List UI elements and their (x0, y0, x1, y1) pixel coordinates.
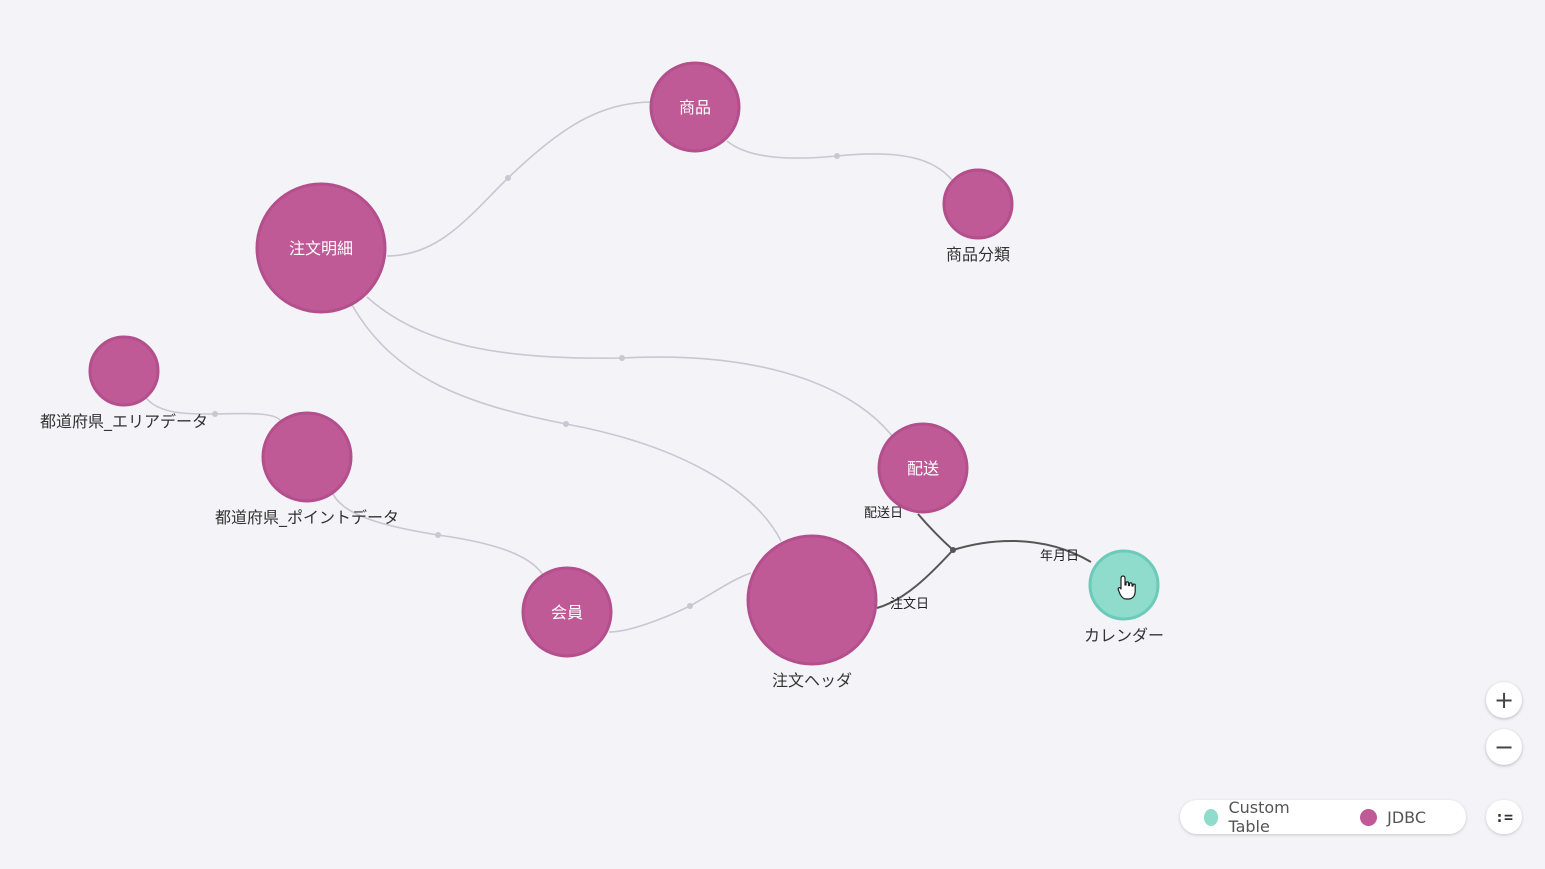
node-label: 都道府県_ポイントデータ (215, 508, 399, 528)
join-hub-point (950, 547, 956, 553)
node-shohin[interactable]: 商品 (649, 61, 741, 153)
edge-midpoint (619, 355, 625, 361)
edge-layer (145, 101, 953, 633)
active-edge-calendar[interactable] (952, 539, 1092, 563)
legend-label: Custom Table (1228, 798, 1290, 836)
node-shohin_bunrui[interactable]: 商品分類 (942, 168, 1014, 264)
node-label: 配送 (907, 459, 939, 478)
edge-chumon_meisai-shohin[interactable] (386, 101, 653, 257)
node-label: 商品分類 (946, 245, 1010, 264)
node-chumon_header[interactable]: 注文ヘッダ (746, 534, 878, 690)
node-circle[interactable] (255, 182, 387, 314)
node-label: 注文ヘッダ (772, 671, 852, 690)
legend-item-jdbc: JDBC (1360, 808, 1426, 827)
node-label: 都道府県_エリアデータ (40, 412, 208, 432)
node-circle[interactable] (649, 61, 741, 153)
node-todofuken_area[interactable]: 都道府県_エリアデータ (40, 335, 208, 432)
edge-midpoint (212, 411, 218, 417)
node-todofuken_point[interactable]: 都道府県_ポイントデータ (215, 411, 399, 528)
node-chumon_meisai[interactable]: 注文明細 (255, 182, 387, 314)
node-label: 注文明細 (289, 239, 353, 258)
zoom-in-button[interactable]: + (1486, 682, 1522, 718)
node-circle[interactable] (942, 168, 1014, 240)
edge-midpoint (687, 603, 693, 609)
edge-midpoint (505, 175, 511, 181)
node-circle[interactable] (88, 335, 160, 407)
node-kaiin[interactable]: 会員 (521, 566, 613, 658)
node-label: 会員 (551, 603, 583, 622)
list-view-button[interactable]: := (1486, 800, 1522, 834)
active-edge-haiso[interactable] (917, 513, 954, 551)
node-label: 商品 (679, 98, 711, 117)
node-circle[interactable] (261, 411, 353, 503)
custom-table-dot-icon (1204, 808, 1219, 826)
active-edge-chumon_header[interactable] (876, 549, 954, 609)
node-circle[interactable] (746, 534, 878, 666)
edge-midpoint (435, 532, 441, 538)
legend: Custom Table JDBC (1180, 798, 1466, 836)
edge-shohin-shohin_bunrui[interactable] (726, 140, 953, 181)
join-key-label: 配送日 (864, 506, 903, 521)
hand-cursor-icon (1117, 575, 1136, 600)
edge-midpoint (834, 153, 840, 159)
node-circle[interactable] (877, 422, 969, 514)
node-circle[interactable] (521, 566, 613, 658)
edge-midpoint (563, 421, 569, 427)
join-key-label: 注文日 (890, 597, 929, 612)
jdbc-dot-icon (1360, 808, 1378, 826)
node-haiso[interactable]: 配送 (877, 422, 969, 514)
node-label: カレンダー (1084, 626, 1164, 645)
legend-item-custom-table: Custom Table (1204, 798, 1320, 836)
zoom-out-button[interactable]: − (1486, 729, 1522, 765)
edge-kaiin-chumon_header[interactable] (608, 572, 752, 633)
hand-cursor-shape (1117, 575, 1136, 600)
legend-label: JDBC (1387, 807, 1426, 827)
join-key-label: 年月日 (1040, 549, 1079, 564)
edge-chumon_meisai-haiso[interactable] (366, 296, 894, 438)
